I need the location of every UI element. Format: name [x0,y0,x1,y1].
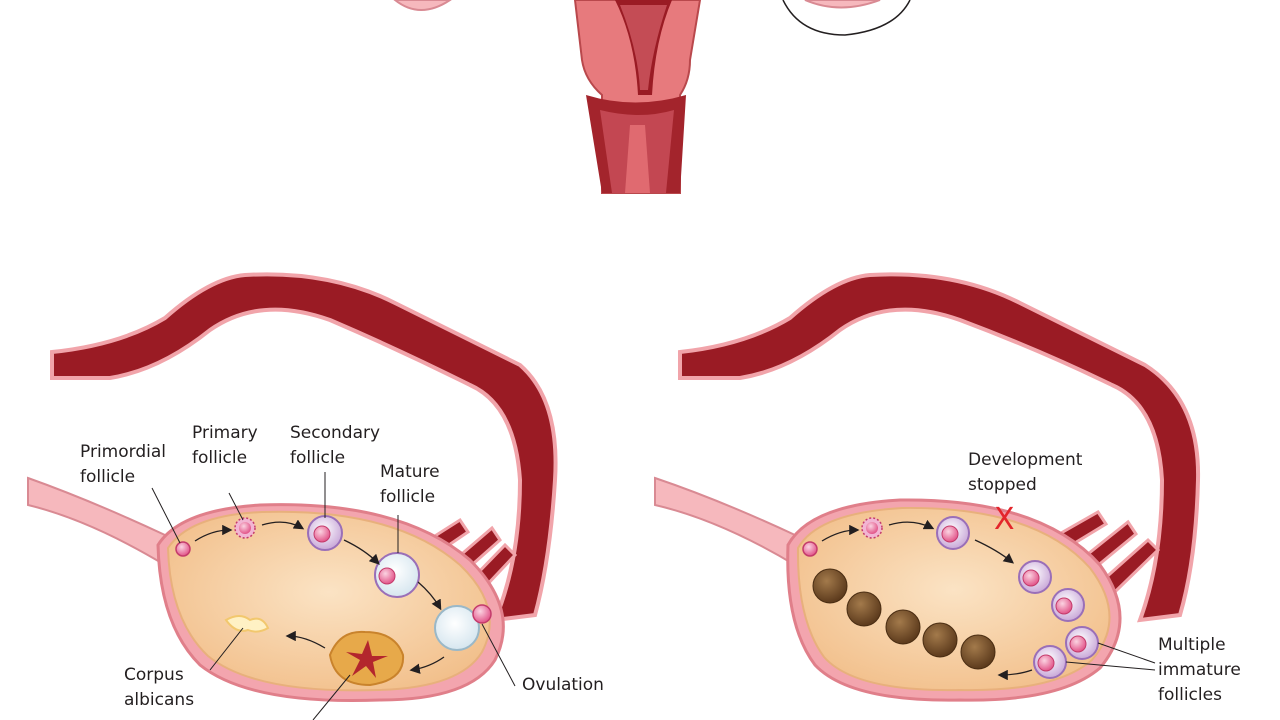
label-primordial-follicle: Primordial follicle [80,442,166,487]
right-follicle-primordial [802,541,818,557]
right-immature-follicles [1018,560,1099,679]
left-follicle-primary [234,517,256,539]
left-follicle-mature [374,552,420,598]
left-follicle-ovulating [434,604,492,651]
left-follicle-secondary [307,515,343,551]
label-corpus-albicans: Corpus albicans [124,665,195,710]
right-cycle-arrows [821,519,1033,681]
right-cystic-follicles [812,568,996,670]
right-ovary [786,498,1122,702]
immature-follicle [1065,626,1099,660]
right-follicle-secondary [936,516,970,550]
label-multiple-immature-follicles: Multiple immature follicles [1158,635,1241,705]
immature-follicle [1033,645,1067,679]
left-corpus-luteum [328,630,405,687]
cyst [812,568,848,604]
label-mature-follicle: Mature follicle [380,462,440,507]
immature-follicle [1018,560,1052,594]
cyst [885,609,921,645]
cyst [960,634,996,670]
stop-x-mark: X [994,502,1015,537]
right-ovarian-ligament [654,476,796,567]
left-ovarian-ligament [27,476,166,567]
left-cycle-arrows [194,519,445,674]
circle-outline-top [782,0,911,36]
left-leader-lines [151,472,516,720]
uterus-cervix [393,0,702,194]
label-development-stopped: Development stopped [968,450,1083,495]
label-ovulation: Ovulation [522,675,604,695]
label-primary-follicle: Primary follicle [192,423,258,468]
immature-follicle [1051,588,1085,622]
left-follicle-primordial [175,541,191,557]
label-secondary-follicle: Secondary follicle [290,423,381,468]
right-follicle-primary [861,517,883,539]
cyst [846,591,882,627]
cyst [922,622,958,658]
right-leader-lines [1065,642,1156,671]
